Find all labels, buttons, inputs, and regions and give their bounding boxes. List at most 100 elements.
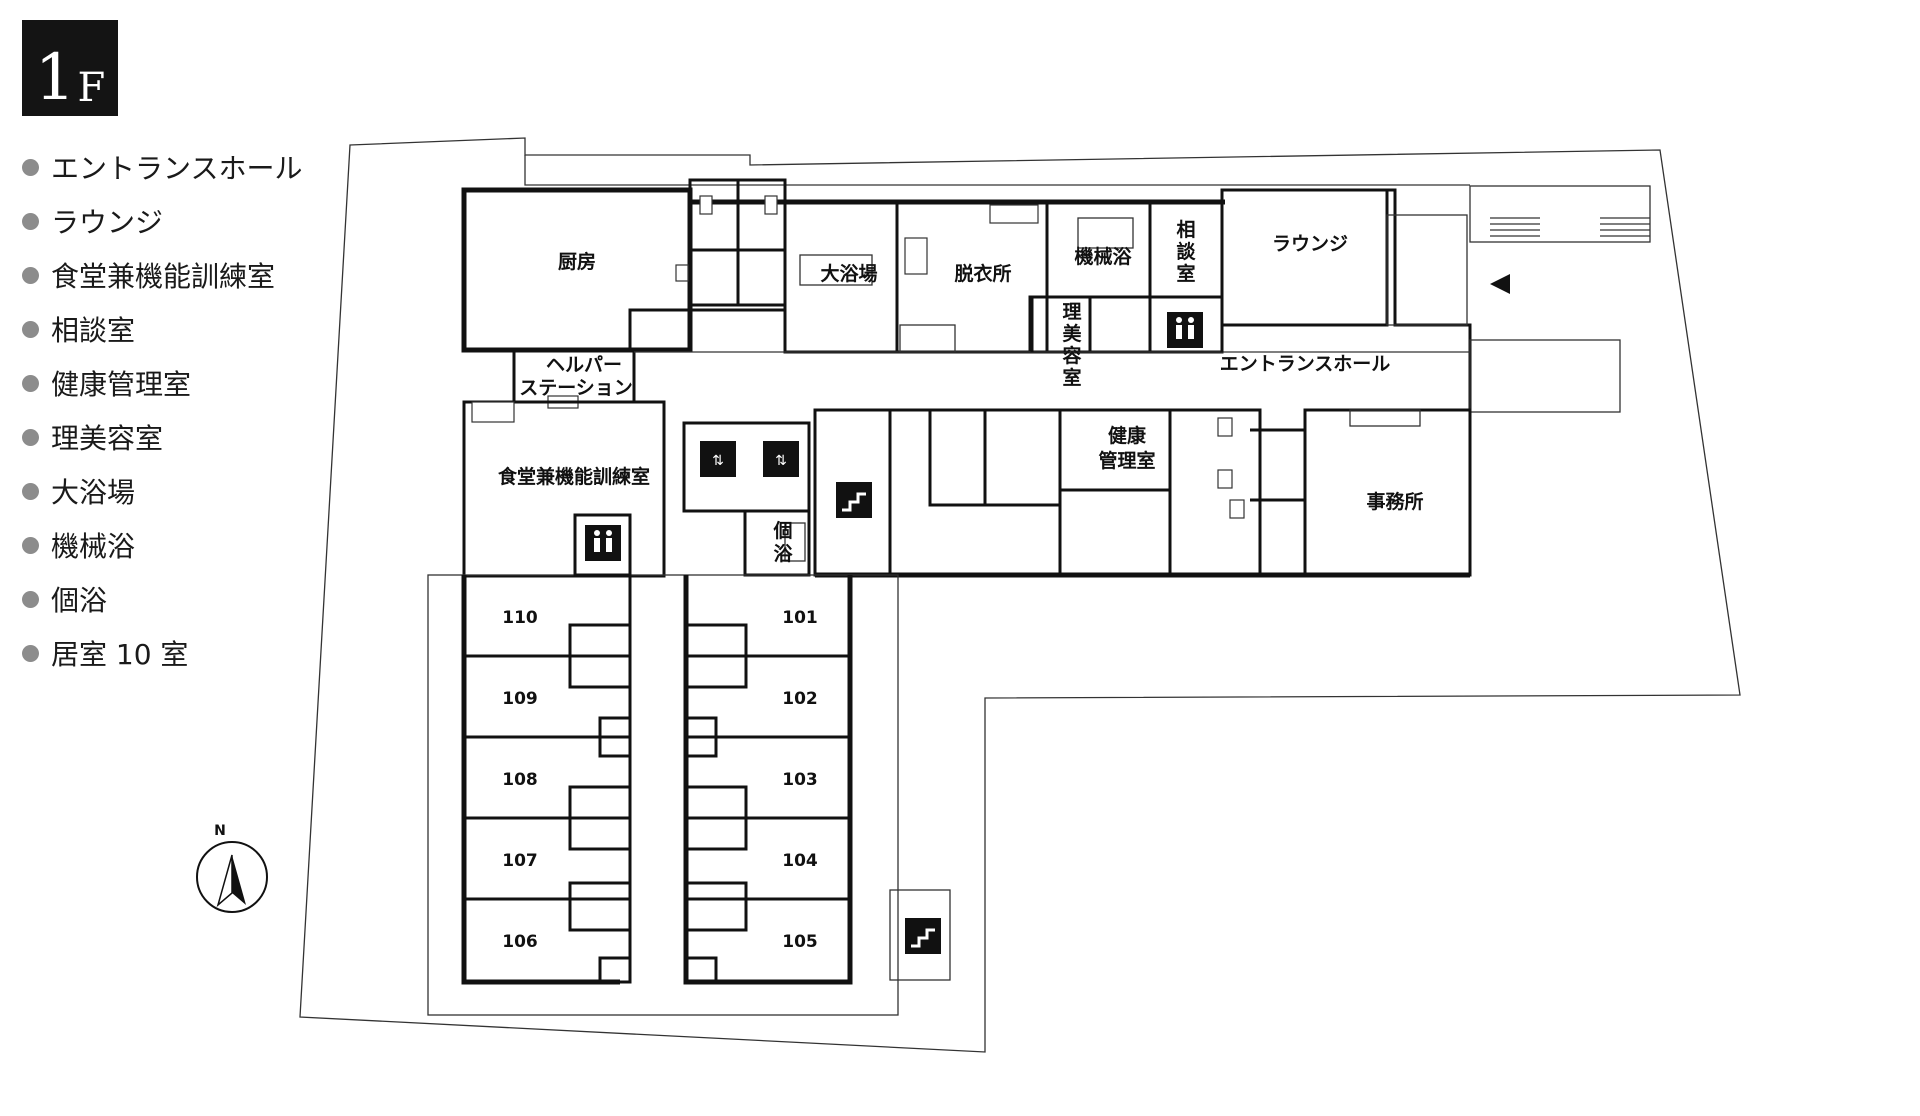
room-label-consultation: 室 xyxy=(1176,262,1195,285)
room-label-health: 健康 xyxy=(1108,424,1147,447)
resident-room-number: 106 xyxy=(502,932,538,952)
bullet-icon xyxy=(22,320,39,338)
entry-steps xyxy=(1469,185,1651,243)
legend-item: ラウンジ xyxy=(22,194,302,248)
entrance-arrow-icon xyxy=(1490,274,1510,294)
legend-label: 居室 10 室 xyxy=(51,638,189,671)
svg-text:⇅: ⇅ xyxy=(775,453,787,469)
wing-restroom xyxy=(573,513,632,577)
room-label-consultation: 談 xyxy=(1176,240,1196,263)
room-label-dining: 食堂兼機能訓練室 xyxy=(498,465,650,488)
room-label-private-bath: 浴 xyxy=(773,543,793,565)
legend-item: 機械浴 xyxy=(22,518,302,572)
bullet-icon xyxy=(22,374,39,392)
restroom-icon xyxy=(585,525,621,561)
room-closet xyxy=(598,716,632,758)
south-stair xyxy=(889,889,951,981)
health-room-lower xyxy=(1058,488,1172,577)
resident-room-number: 101 xyxy=(782,608,818,628)
legend-item: 大浴場 xyxy=(22,464,302,518)
legend-item: 相談室 xyxy=(22,302,302,356)
step-lines xyxy=(1490,217,1650,237)
room-label-helper-station: ステーション xyxy=(519,377,633,399)
resident-room-number: 108 xyxy=(502,770,538,790)
toilet-fixture xyxy=(764,195,778,215)
room-label-beauty: 理 xyxy=(1062,301,1081,323)
legend-label: 相談室 xyxy=(51,314,136,347)
room-label-beauty: 室 xyxy=(1062,366,1081,389)
courtyard-boundary xyxy=(427,574,899,1016)
washbasin xyxy=(904,237,928,275)
room-label-consultation: 相 xyxy=(1176,219,1195,241)
elevator-icon: ⇅ xyxy=(763,441,799,477)
room-label-health: 管理室 xyxy=(1098,449,1155,472)
dressing-toilet xyxy=(899,324,956,353)
bullet-icon xyxy=(22,212,39,230)
dining-room xyxy=(462,400,666,578)
dining-cabinet xyxy=(471,401,515,423)
room-label-large-bath: 大浴場 xyxy=(820,262,877,285)
room-legend: エントランスホール ラウンジ 食堂兼機能訓練室 相談室 健康管理室 理美容室 大… xyxy=(22,140,302,680)
entry-ramp xyxy=(1469,339,1621,413)
staff-toilets xyxy=(1168,408,1262,577)
bath-tub xyxy=(799,254,873,286)
room-label-lounge: ラウンジ xyxy=(1272,233,1348,255)
room-label-machine-bath: 機械浴 xyxy=(1074,245,1132,268)
floor-number: 1 xyxy=(34,41,76,115)
resident-wing-west xyxy=(461,575,620,985)
resident-room-number: 102 xyxy=(782,689,818,709)
lounge-room xyxy=(1220,188,1389,327)
room-toilet xyxy=(568,785,632,851)
compass-label: N xyxy=(214,823,226,839)
bullet-icon xyxy=(22,536,39,554)
room-label-private-bath: 個 xyxy=(772,520,792,542)
legend-item: 理美容室 xyxy=(22,410,302,464)
resident-room-number: 110 xyxy=(502,608,538,628)
toilet-fixture xyxy=(1217,469,1233,489)
legend-label: エントランスホール xyxy=(51,152,303,185)
legend-item: 個浴 xyxy=(22,572,302,626)
resident-room-number: 109 xyxy=(502,689,538,709)
utility-room-inner xyxy=(928,408,1062,507)
legend-label: 食堂兼機能訓練室 xyxy=(51,260,276,293)
room-toilet xyxy=(568,623,632,689)
site-inner-line xyxy=(524,155,1470,186)
room-label-kitchen: 厨房 xyxy=(558,250,596,273)
room-label-beauty: 美 xyxy=(1062,322,1082,345)
legend-label: 個浴 xyxy=(51,584,108,617)
private-bath-tub xyxy=(784,522,806,562)
room-toilet xyxy=(568,881,632,932)
room-closet xyxy=(684,956,718,984)
stairs-icon xyxy=(905,918,941,954)
bullet-icon xyxy=(22,158,39,176)
legend-label: 健康管理室 xyxy=(51,368,192,401)
legend-item: 健康管理室 xyxy=(22,356,302,410)
room-closet xyxy=(684,716,718,758)
room-closet xyxy=(598,956,632,984)
stairs-icon xyxy=(836,482,872,518)
bullet-icon xyxy=(22,266,39,284)
legend-label: 機械浴 xyxy=(51,530,136,563)
utility-room xyxy=(888,408,1062,577)
room-label-entrance: エントランスホール xyxy=(1220,353,1391,375)
resident-room-number: 104 xyxy=(782,851,818,871)
beauty-room-side xyxy=(1088,295,1152,354)
bullet-icon xyxy=(22,590,39,608)
legend-item: 食堂兼機能訓練室 xyxy=(22,248,302,302)
toilet-fixture xyxy=(1217,417,1233,437)
north-compass xyxy=(196,841,268,913)
resident-room-number: 107 xyxy=(502,851,538,871)
room-toilet xyxy=(684,623,748,689)
legend-item: 居室 10 室 xyxy=(22,626,302,680)
svg-text:⇅: ⇅ xyxy=(712,453,724,469)
bullet-icon xyxy=(22,428,39,446)
machine-bath-tub xyxy=(1077,217,1134,249)
resident-wing-east xyxy=(683,575,853,985)
toilet-fixture xyxy=(1229,499,1245,519)
legend-item: エントランスホール xyxy=(22,140,302,194)
resident-room-number: 105 xyxy=(782,932,818,952)
room-label-dressing: 脱衣所 xyxy=(954,262,1011,285)
legend-label: 大浴場 xyxy=(51,476,136,509)
